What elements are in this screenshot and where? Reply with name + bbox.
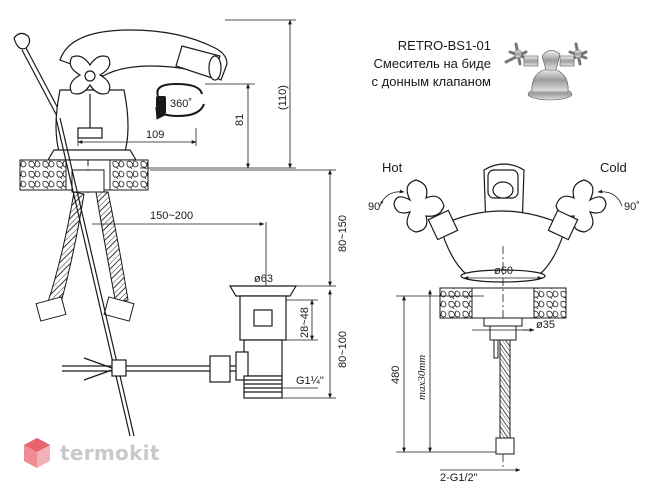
spout-reach-label: 109 (146, 129, 164, 141)
height-spout-label: 81 (234, 114, 246, 126)
front-body (439, 210, 567, 281)
right-dimensions (379, 189, 623, 472)
lever-offset-label: 150~200 (150, 210, 193, 222)
popup-linkage (55, 117, 238, 437)
base (46, 149, 138, 161)
drain-range-1-label: 80~150 (337, 215, 349, 252)
brand-logo-icon (24, 438, 50, 468)
product-photo (504, 42, 588, 101)
brand-watermark: termokit (22, 436, 160, 470)
hot-handle (393, 179, 445, 233)
rotation-arrow (155, 82, 205, 120)
hole-diameter-label: ø35 (536, 319, 555, 331)
side-view (13, 29, 228, 161)
left-dimensions (77, 19, 336, 399)
product-title: RETRO-BS1-01 Смеситель на биде с донным … (372, 37, 491, 91)
handle-angle-right-label: 90˚ (624, 201, 640, 213)
hose-length-label: 480 (390, 366, 402, 384)
product-line1: Смеситель на биде (373, 56, 491, 71)
base-diameter-label: ø60 (494, 265, 513, 277)
height-total-label: (110) (277, 85, 289, 110)
hose-thread-label: 2-G1/2" (440, 472, 478, 484)
brand-name: termokit (60, 441, 160, 465)
drain-thread-label: G1¼" (296, 375, 324, 387)
cold-label: Cold (600, 160, 627, 175)
drain-depth-label: 28~48 (299, 307, 311, 338)
drain-diameter-label: ø63 (254, 273, 273, 285)
supply-hoses-left (35, 191, 135, 322)
drain-valve (228, 285, 298, 399)
rotation-label: 360˚ (170, 98, 192, 110)
product-model: RETRO-BS1-01 (397, 38, 491, 53)
popup-rod (21, 49, 59, 119)
popup-knob (13, 32, 31, 50)
handle-angle-left-label: 90˚ (368, 201, 384, 213)
product-line2: с донным клапаном (371, 74, 491, 89)
front-view (393, 163, 607, 283)
drain-range-2-label: 80~100 (337, 331, 349, 368)
hot-label: Hot (382, 160, 403, 175)
front-mounting (483, 317, 523, 455)
max-thickness-label: max30mm (416, 355, 428, 400)
cold-handle (555, 179, 607, 233)
